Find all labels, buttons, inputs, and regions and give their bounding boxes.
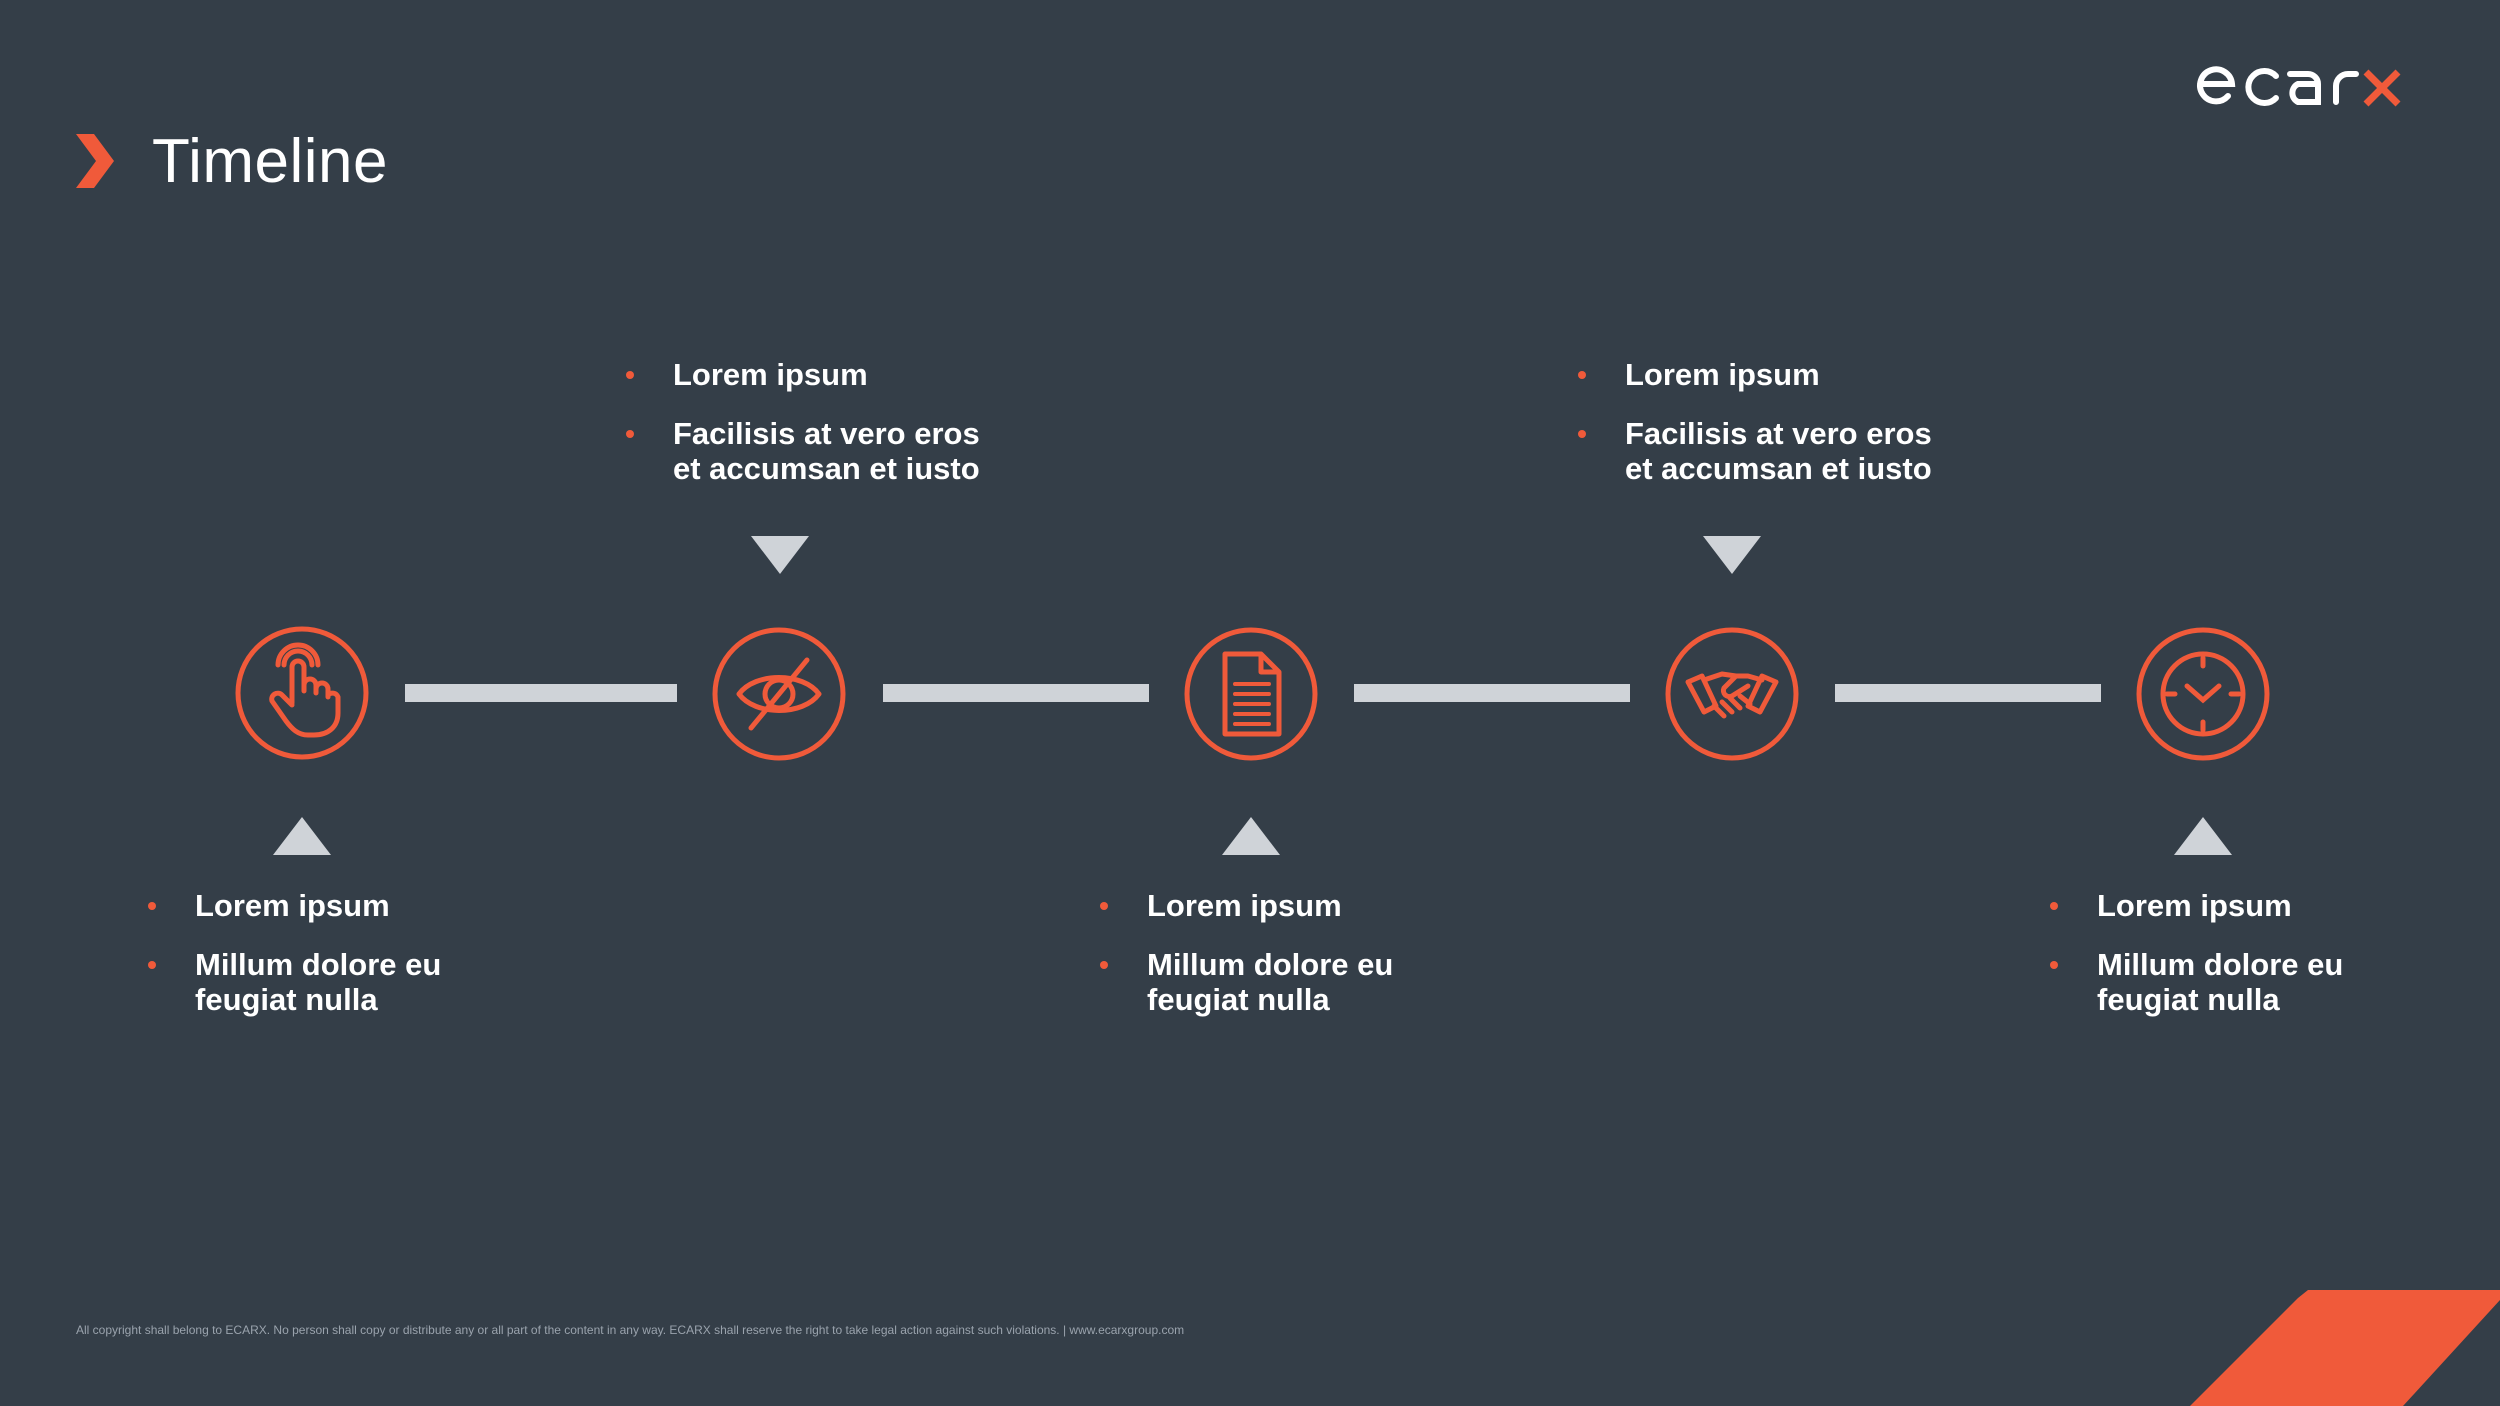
timeline-block-2: Lorem ipsum Facilisis at vero eros et ac…: [623, 357, 1043, 510]
corner-slash-decoration: [2190, 1290, 2500, 1406]
arrow-up-5: [2174, 817, 2232, 855]
arrow-down-2: [751, 536, 809, 574]
footer-copyright: All copyright shall belong to ECARX. No …: [76, 1323, 1185, 1337]
timeline-connector: [883, 684, 1149, 702]
arrow-up-1: [273, 817, 331, 855]
bullet-item: Lorem ipsum: [623, 357, 1043, 392]
arrow-up-3: [1222, 817, 1280, 855]
timeline-block-5: Lorem ipsum Millum dolore eu feugiat nul…: [2047, 888, 2467, 1041]
bullet-item: Facilisis at vero eros et accumsan et iu…: [623, 416, 1013, 486]
bullet-item: Millum dolore eu feugiat nulla: [145, 947, 485, 1017]
bullet-item: Lorem ipsum: [1097, 888, 1517, 923]
timeline-node-4: [1664, 626, 1800, 762]
bullet-item: Lorem ipsum: [1575, 357, 1995, 392]
timeline-connector: [1354, 684, 1630, 702]
bullet-item: Lorem ipsum: [145, 888, 565, 923]
handshake-icon: [1665, 627, 1799, 761]
bullet-item: Millum dolore eu feugiat nulla: [2047, 947, 2387, 1017]
timeline-connector: [405, 684, 677, 702]
arrow-down-4: [1703, 536, 1761, 574]
clock-icon: [2136, 627, 2270, 761]
timeline-block-3: Lorem ipsum Millum dolore eu feugiat nul…: [1097, 888, 1517, 1041]
bullet-item: Millum dolore eu feugiat nulla: [1097, 947, 1437, 1017]
timeline-connector: [1835, 684, 2101, 702]
timeline-block-4: Lorem ipsum Facilisis at vero eros et ac…: [1575, 357, 1995, 510]
bullet-item: Lorem ipsum: [2047, 888, 2467, 923]
timeline-block-1: Lorem ipsum Millum dolore eu feugiat nul…: [145, 888, 565, 1041]
eye-slash-icon: [712, 627, 846, 761]
timeline-node-5: [2135, 626, 2271, 762]
timeline-node-3: [1183, 626, 1319, 762]
hand-pointer-icon: [235, 626, 369, 760]
page-title: Timeline: [152, 127, 388, 196]
timeline-node-1: [234, 625, 370, 761]
timeline-node-2: [711, 626, 847, 762]
document-icon: [1184, 627, 1318, 761]
ecarx-logo: [2197, 66, 2401, 107]
title-chevron-icon: [76, 134, 114, 188]
bullet-item: Facilisis at vero eros et accumsan et iu…: [1575, 416, 1965, 486]
